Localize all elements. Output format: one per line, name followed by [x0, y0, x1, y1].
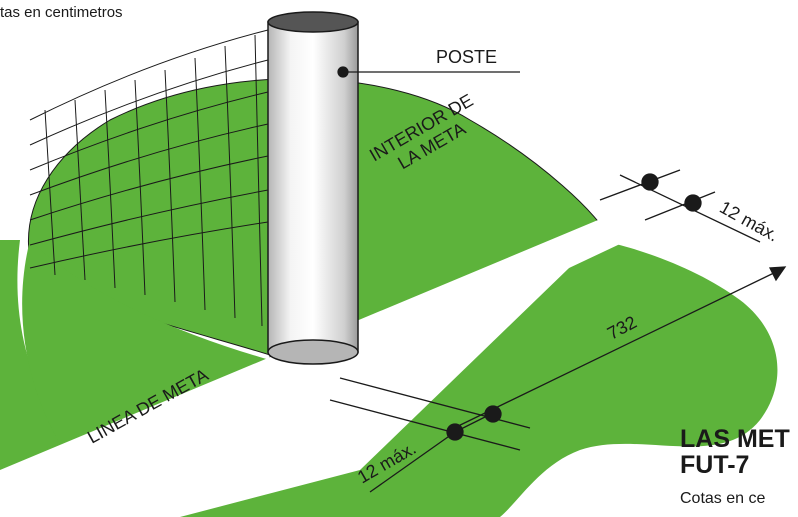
field-grass [0, 240, 96, 517]
heading-subtitle: Cotas en ce [680, 490, 766, 507]
heading-line2: FUT-7 [680, 451, 750, 479]
dimension-12-top [599, 169, 761, 243]
goal-line-band [0, 220, 620, 517]
heading-line1: LAS MET [680, 425, 790, 453]
post-leader [337, 66, 520, 78]
field-grass-left [22, 240, 271, 460]
goal-post [267, 11, 359, 365]
field-grass-front [180, 240, 778, 517]
net [29, 29, 269, 327]
post-label: POSTE [436, 47, 498, 67]
diagram-heading: LAS MET FUT-7 [680, 426, 790, 478]
dimension-12-bottom [329, 377, 531, 493]
units-note: tas en centimetros [0, 4, 123, 21]
dimension-732 [449, 266, 787, 431]
